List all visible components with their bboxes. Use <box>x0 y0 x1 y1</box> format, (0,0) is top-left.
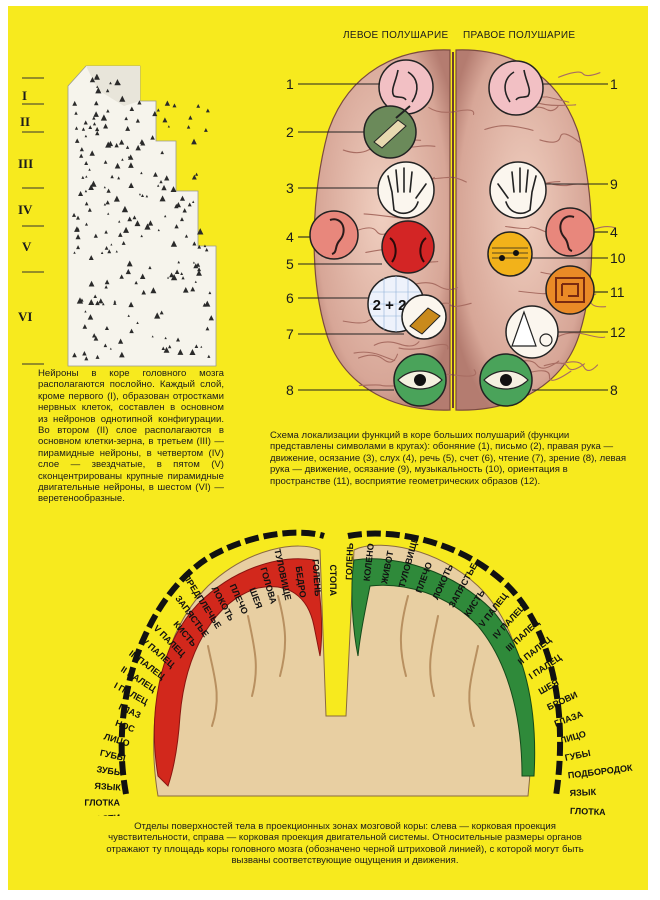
right-body-part-label: ГЛОТКА <box>570 806 607 816</box>
music-notes-icon <box>487 231 533 277</box>
right-hand-icon <box>377 161 435 219</box>
encyclopedia-page: I II III IV V VI Нейроны в коре головног… <box>8 6 648 890</box>
right-hemisphere-title: ПРАВОЕ ПОЛУШАРИЕ <box>463 30 576 41</box>
right-body-part-label: ЯЗЫК <box>569 787 596 798</box>
left-body-part-label: ЯЗЫК <box>94 781 122 793</box>
right-number-9: 9 <box>610 176 618 192</box>
nose-icon <box>488 60 544 116</box>
eye-icon <box>393 353 447 407</box>
function-symbols: 2 + 2 = <box>298 59 608 407</box>
writing-hand-icon <box>363 105 417 159</box>
right-number-10: 10 <box>610 250 626 266</box>
sensory-projection <box>153 558 323 787</box>
left-body-part-label: НОС <box>114 718 137 735</box>
left-number-7: 7 <box>286 326 294 342</box>
neurons-caption: Нейроны в коре головного мозга располага… <box>38 368 224 505</box>
motor-area-line <box>347 530 564 797</box>
right-number-8: 8 <box>610 382 618 398</box>
left-number-5: 5 <box>286 256 294 272</box>
homunculus-section: ВНУТРЕННОСТИГЛОТКАЯЗЫКЗУБЫГУБЫЛИЦОНОСГЛА… <box>46 529 633 816</box>
right-body-part-label: ГУБЫ <box>564 748 592 763</box>
right-number-12: 12 <box>610 324 626 340</box>
layer-label-vi: VI <box>18 309 33 324</box>
cortex-layers-illustration <box>67 65 217 367</box>
layer-label-v: V <box>22 239 32 254</box>
layer-label-iii: III <box>18 156 34 171</box>
right-body-part-label: БРОВИ <box>545 690 579 713</box>
ear-icon <box>545 207 595 257</box>
book-icon <box>401 294 447 340</box>
geometric-shapes-icon <box>505 305 559 359</box>
layer-dividers <box>22 77 44 365</box>
homunculus-caption: Отделы поверхностей тела в проекционных … <box>106 821 584 867</box>
left-body-part-label: БЕДРО <box>294 566 308 599</box>
left-body-part-label: ГЛОТКА <box>84 798 120 808</box>
left-body-part-label: ЛИЦО <box>103 731 131 748</box>
left-number-1: 1 <box>286 76 294 92</box>
right-body-part-label: ЛИЦО <box>559 729 587 746</box>
left-body-part-label: ЗУБЫ <box>96 764 124 778</box>
maze-icon <box>545 265 595 315</box>
left-number-2: 2 <box>286 124 294 140</box>
right-body-part-label: ГОЛЕНЬ <box>344 542 355 580</box>
eye-icon <box>479 353 533 407</box>
right-number-1: 1 <box>610 76 618 92</box>
sensory-area-line <box>118 529 325 795</box>
left-number-6: 6 <box>286 290 294 306</box>
layer-label-ii: II <box>20 114 31 129</box>
brain-map-caption: Схема локализации функций в коре больших… <box>270 430 627 487</box>
right-number-4: 4 <box>610 224 618 240</box>
left-body-part-label: ВНУТРЕННОСТИ <box>46 813 121 816</box>
left-body-part-label: ГОЛЕНЬ <box>310 559 323 597</box>
left-number-8: 8 <box>286 382 294 398</box>
left-hemisphere-title: ЛЕВОЕ ПОЛУШАРИЕ <box>343 30 449 41</box>
motor-projection <box>351 558 536 777</box>
left-number-4: 4 <box>286 229 294 245</box>
right-body-part-label: ПОДБОРОДОК <box>567 763 633 781</box>
cortex-cross-section <box>153 544 532 797</box>
speech-faces-icon <box>381 220 435 274</box>
right-number-11: 11 <box>610 284 625 300</box>
left-number-3: 3 <box>286 180 294 196</box>
right-body-part-label: КОЛЕНО <box>362 543 376 582</box>
left-body-part-label: СТОПА <box>328 564 338 596</box>
left-hand-icon <box>489 161 547 219</box>
layer-label-iv: IV <box>18 202 33 217</box>
layer-label-i: I <box>22 88 28 103</box>
ear-icon <box>309 210 359 260</box>
